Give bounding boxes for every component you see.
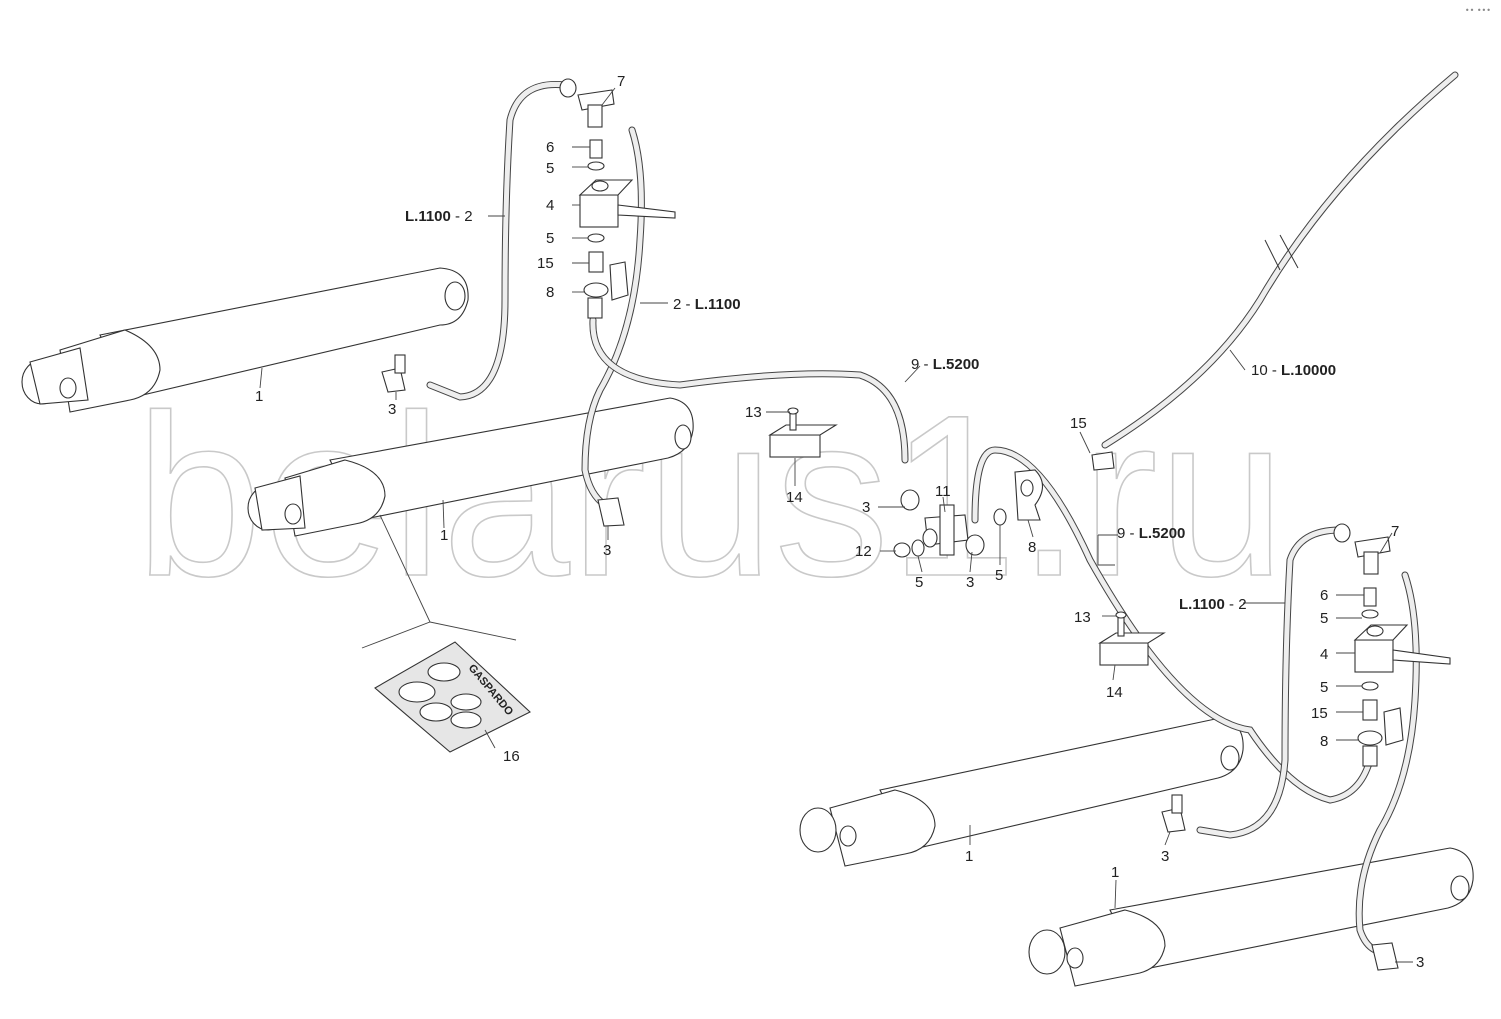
hose-label-9-lower: 9 - L.5200 [1117,525,1185,542]
hose-label-top-left: L.1100 - 2 [405,208,473,225]
label-5: 5 [546,160,554,177]
seal-kit: GASPARDO [361,514,531,753]
label-5: 5 [995,567,1003,584]
central-fittings [893,469,1044,558]
valve-block [579,194,619,228]
corner-mark: •• ••• [1464,6,1491,15]
hoses [426,71,1459,954]
clamp-top [768,407,838,458]
clamp-right [1098,611,1166,666]
hose-label-10: 10 - L.10000 [1251,362,1336,379]
label-4: 4 [1320,646,1328,663]
label-11: 11 [935,483,951,500]
label-3: 3 [1416,954,1424,971]
label-1: 1 [440,527,448,544]
label-6: 6 [1320,587,1328,604]
hose-label-top-middle: 2 - L.1100 [673,296,741,313]
label-5: 5 [1320,610,1328,627]
label-3: 3 [1161,848,1169,865]
cylinder-middle-left [247,397,694,537]
label-15: 15 [537,255,554,272]
label-3: 3 [862,499,870,516]
label-8: 8 [1028,539,1036,556]
label-14: 14 [786,489,803,506]
elbow-fittings [381,354,1399,971]
label-7: 7 [617,73,625,90]
label-3: 3 [603,542,611,559]
label-1: 1 [255,388,263,405]
label-1: 1 [1111,864,1119,881]
label-5: 5 [915,574,923,591]
hose-break-mark [1264,234,1299,271]
label-3: 3 [966,574,974,591]
label-8: 8 [546,284,554,301]
label-4: 4 [546,197,554,214]
part-number-labels: 7 6 5 4 5 15 8 1 3 1 3 13 14 3 11 12 5 3… [255,73,1424,971]
label-15: 15 [1070,415,1087,432]
cylinder-top-left [21,267,469,413]
label-16: 16 [503,748,520,765]
valve-assembly-top [559,78,676,319]
label-13: 13 [1074,609,1091,626]
label-3: 3 [388,401,396,418]
hose-label-9-top: 9 - L.5200 [911,356,979,373]
label-5: 5 [1320,679,1328,696]
label-14: 14 [1106,684,1123,701]
label-7: 7 [1391,523,1399,540]
cylinder-bottom-middle [799,717,1244,867]
hose-label-right: L.1100 - 2 [1179,596,1247,613]
label-5: 5 [546,230,554,247]
cylinder-bottom-right [1028,847,1474,987]
label-15: 15 [1311,705,1328,722]
valve-assembly-right [1333,523,1451,767]
label-6: 6 [546,139,554,156]
label-1: 1 [965,848,973,865]
label-8: 8 [1320,733,1328,750]
hose-labels: L.1100 - 2 2 - L.1100 9 - L.5200 10 - L.… [405,208,1336,613]
label-12: 12 [855,543,872,560]
leader-lines [259,87,1413,963]
adapter-15 [1091,451,1115,471]
label-13: 13 [745,404,762,421]
